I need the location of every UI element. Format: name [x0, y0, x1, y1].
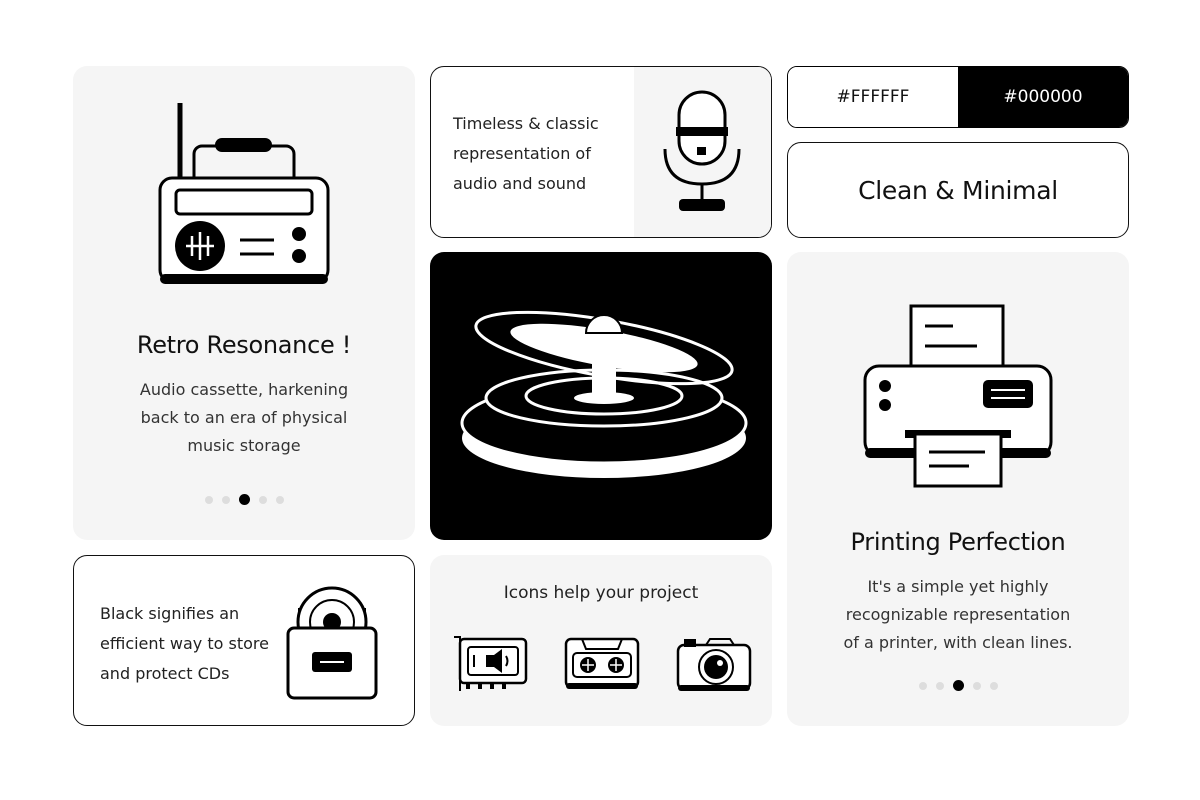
printer-desc-line: recognizable representation: [845, 605, 1071, 624]
swatch-white-label: #FFFFFF: [836, 87, 910, 107]
audio-desc-line: audio and sound: [453, 174, 587, 193]
retro-title: Retro Resonance !: [136, 331, 352, 359]
retro-card: Retro Resonance ! Audio cassette, harken…: [73, 66, 415, 540]
tagline: Clean & Minimal: [858, 175, 1058, 205]
carousel-dot[interactable]: [221, 495, 230, 504]
carousel-dot[interactable]: [275, 495, 284, 504]
carousel-dot[interactable]: [918, 681, 927, 690]
turntable-icon: [456, 288, 751, 503]
microphone-icon: [659, 89, 744, 214]
carousel-dots: [73, 494, 415, 505]
carousel-dot[interactable]: [204, 495, 213, 504]
printer-desc-line: It's a simple yet highly: [867, 577, 1049, 596]
carousel-dot[interactable]: [972, 681, 981, 690]
swatch-black-label: #000000: [1003, 87, 1083, 107]
sound-card-icon: [452, 635, 528, 693]
color-swatches: #FFFFFF #000000: [787, 66, 1129, 128]
cd-desc-line: Black signifies an: [100, 604, 240, 623]
tagline-card: Clean & Minimal: [787, 142, 1129, 238]
feature-card: [430, 252, 772, 540]
cd-desc-line: efficient way to store: [100, 634, 269, 653]
retro-desc-line: back to an era of physical: [140, 408, 348, 427]
cd-card: Black signifies an efficient way to stor…: [73, 555, 415, 726]
carousel-dot-active[interactable]: [952, 680, 964, 691]
camera-icon: [676, 635, 752, 693]
cd-desc-line: and protect CDs: [100, 664, 230, 683]
printer-title: Printing Perfection: [850, 528, 1066, 556]
icons-card: Icons help your project: [430, 555, 772, 726]
carousel-dot[interactable]: [258, 495, 267, 504]
carousel-dot[interactable]: [989, 681, 998, 690]
swatch-white: #FFFFFF: [788, 67, 958, 127]
swatch-black: #000000: [958, 67, 1128, 127]
printer-icon: [863, 304, 1053, 489]
retro-desc-line: Audio cassette, harkening: [139, 380, 349, 399]
audio-desc-line: representation of: [453, 144, 591, 163]
icons-card-title: Icons help your project: [503, 583, 699, 603]
audio-card: Timeless & classic representation of aud…: [430, 66, 772, 238]
audio-desc-line: Timeless & classic: [453, 114, 599, 133]
carousel-dots: [787, 680, 1129, 691]
carousel-dot[interactable]: [935, 681, 944, 690]
retro-desc-line: music storage: [187, 436, 301, 455]
radio-icon: [158, 98, 333, 288]
carousel-dot-active[interactable]: [238, 494, 250, 505]
printer-desc-line: of a printer, with clean lines.: [843, 633, 1073, 652]
cassette-icon: [564, 637, 640, 691]
cd-case-icon: [286, 586, 378, 701]
printer-card: Printing Perfection It's a simple yet hi…: [787, 252, 1129, 726]
